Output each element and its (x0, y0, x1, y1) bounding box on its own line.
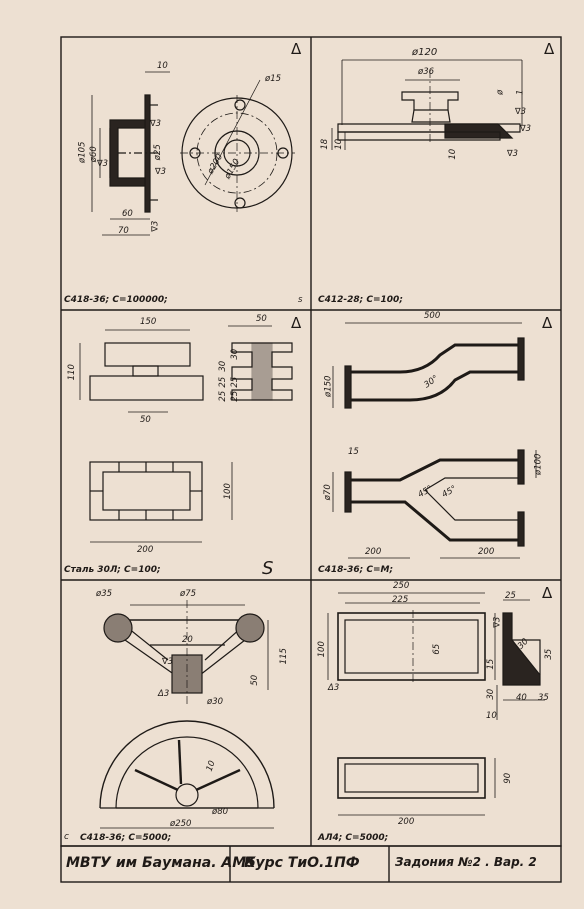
roughness-mark: ∇3 (150, 119, 162, 129)
dim-label: 15 (348, 447, 359, 457)
tray-drawing (327, 592, 545, 816)
dim-label: 10 (157, 61, 168, 71)
roughness-mark: ∇3 (150, 220, 161, 232)
dim-label: 20 (182, 635, 193, 645)
cross-block-drawing (79, 325, 293, 543)
dim-label: s (298, 295, 303, 305)
dim-label: 100 (316, 641, 327, 658)
roughness-mark: ∇3 (155, 167, 167, 177)
dim-label: ø30 (207, 697, 224, 707)
dim-label: 18 (320, 138, 331, 150)
title-institute: МВТУ им Баумана. АМ5 (66, 855, 256, 871)
dim-label: ø15 (265, 74, 282, 84)
dim-label: 15 (486, 658, 497, 670)
triangle-mark: Δ (291, 40, 302, 58)
dim-label: 200 (478, 547, 495, 557)
dim-label: 1 (515, 89, 526, 95)
dim-label: 70 (118, 226, 129, 236)
roughness-mark: ∇3 (507, 149, 519, 159)
frame-lines (60, 36, 562, 883)
dim-label: 10 (334, 138, 345, 150)
dim-label: 25 (505, 591, 516, 601)
dim-label: ø25 (152, 144, 163, 161)
panel-caption: С418-36; С=М; (318, 565, 394, 575)
dim-label: 10 (448, 148, 459, 160)
dim-label: 30 (218, 360, 229, 372)
dim-label: 30 (230, 348, 241, 360)
section-mark: S (262, 558, 274, 579)
flange-drawing (91, 71, 295, 236)
dim-label: 500 (424, 311, 441, 321)
dim-label: ø105 (77, 141, 88, 163)
dim-label: 10 (486, 711, 497, 721)
dim-label: 25 (230, 376, 241, 388)
dim-label: ø (495, 89, 506, 95)
dim-label: 60 (122, 209, 133, 219)
dim-label: ø250 (170, 819, 192, 829)
dim-label: 200 (137, 545, 154, 555)
dim-label: ø35 (96, 589, 113, 599)
dim-label: ø75 (180, 589, 197, 599)
roughness-mark: ∇3 (97, 159, 109, 169)
dim-label: 250 (393, 581, 410, 591)
dim-label: 200 (398, 817, 415, 827)
pipes-drawing (332, 322, 537, 559)
dim-label: 35 (544, 648, 555, 660)
dim-label: 25 (230, 390, 241, 402)
dim-label: 200 (365, 547, 382, 557)
dim-label: ø100 (533, 453, 544, 475)
panel-caption: С418-36; С=5000; (80, 833, 172, 843)
dim-label: 115 (278, 648, 289, 665)
dim-label: 90 (503, 772, 514, 784)
triangle-mark: Δ (542, 584, 553, 602)
dim-label: ø36 (418, 67, 435, 77)
dim-label: 150 (140, 317, 157, 327)
panel-caption: С412-28; С=100; (318, 295, 403, 305)
bracket-drawing (331, 59, 523, 150)
panel-caption: С418-36; С=100000; (64, 295, 168, 305)
dim-label: 50 (256, 314, 267, 324)
panel-caption: Сталь 30Л; С=100; (64, 565, 161, 575)
dim-label: ø70 (322, 484, 333, 501)
handwheel-drawing (99, 600, 275, 829)
dim-label: 35 (538, 693, 549, 703)
roughness-mark: Δ3 (328, 683, 340, 693)
roughness-mark: ∇3 (492, 616, 503, 628)
dim-label: ø80 (212, 807, 229, 817)
roughness-mark: Δ3 (158, 689, 170, 699)
roughness-mark: ∇3 (520, 124, 532, 134)
dim-label: 65 (432, 643, 443, 655)
dim-label: ø120 (412, 47, 438, 58)
dim-label: 30 (486, 688, 497, 700)
roughness-mark: ∇3 (515, 107, 527, 117)
dim-label: ø150 (323, 375, 334, 397)
title-course: Курс ТиО.1ПФ (244, 855, 360, 871)
dim-label: 25 (218, 390, 229, 402)
corner-mark: c (64, 832, 69, 842)
triangle-mark: Δ (544, 40, 555, 58)
dim-label: 110 (66, 364, 77, 381)
roughness-mark: ∇3 (162, 657, 174, 667)
triangle-mark: Δ (291, 314, 302, 332)
dim-label: 100 (222, 483, 233, 500)
dim-label: 40 (516, 693, 527, 703)
triangle-mark: Δ (542, 314, 553, 332)
title-assignment: Задония №2 . Вар. 2 (395, 855, 537, 869)
dim-label: 225 (392, 595, 409, 605)
panel-caption: АЛ4; С=5000; (318, 833, 389, 843)
dim-label: 50 (250, 674, 261, 686)
dim-label: 25 (218, 376, 229, 388)
dim-label: 50 (140, 415, 151, 425)
